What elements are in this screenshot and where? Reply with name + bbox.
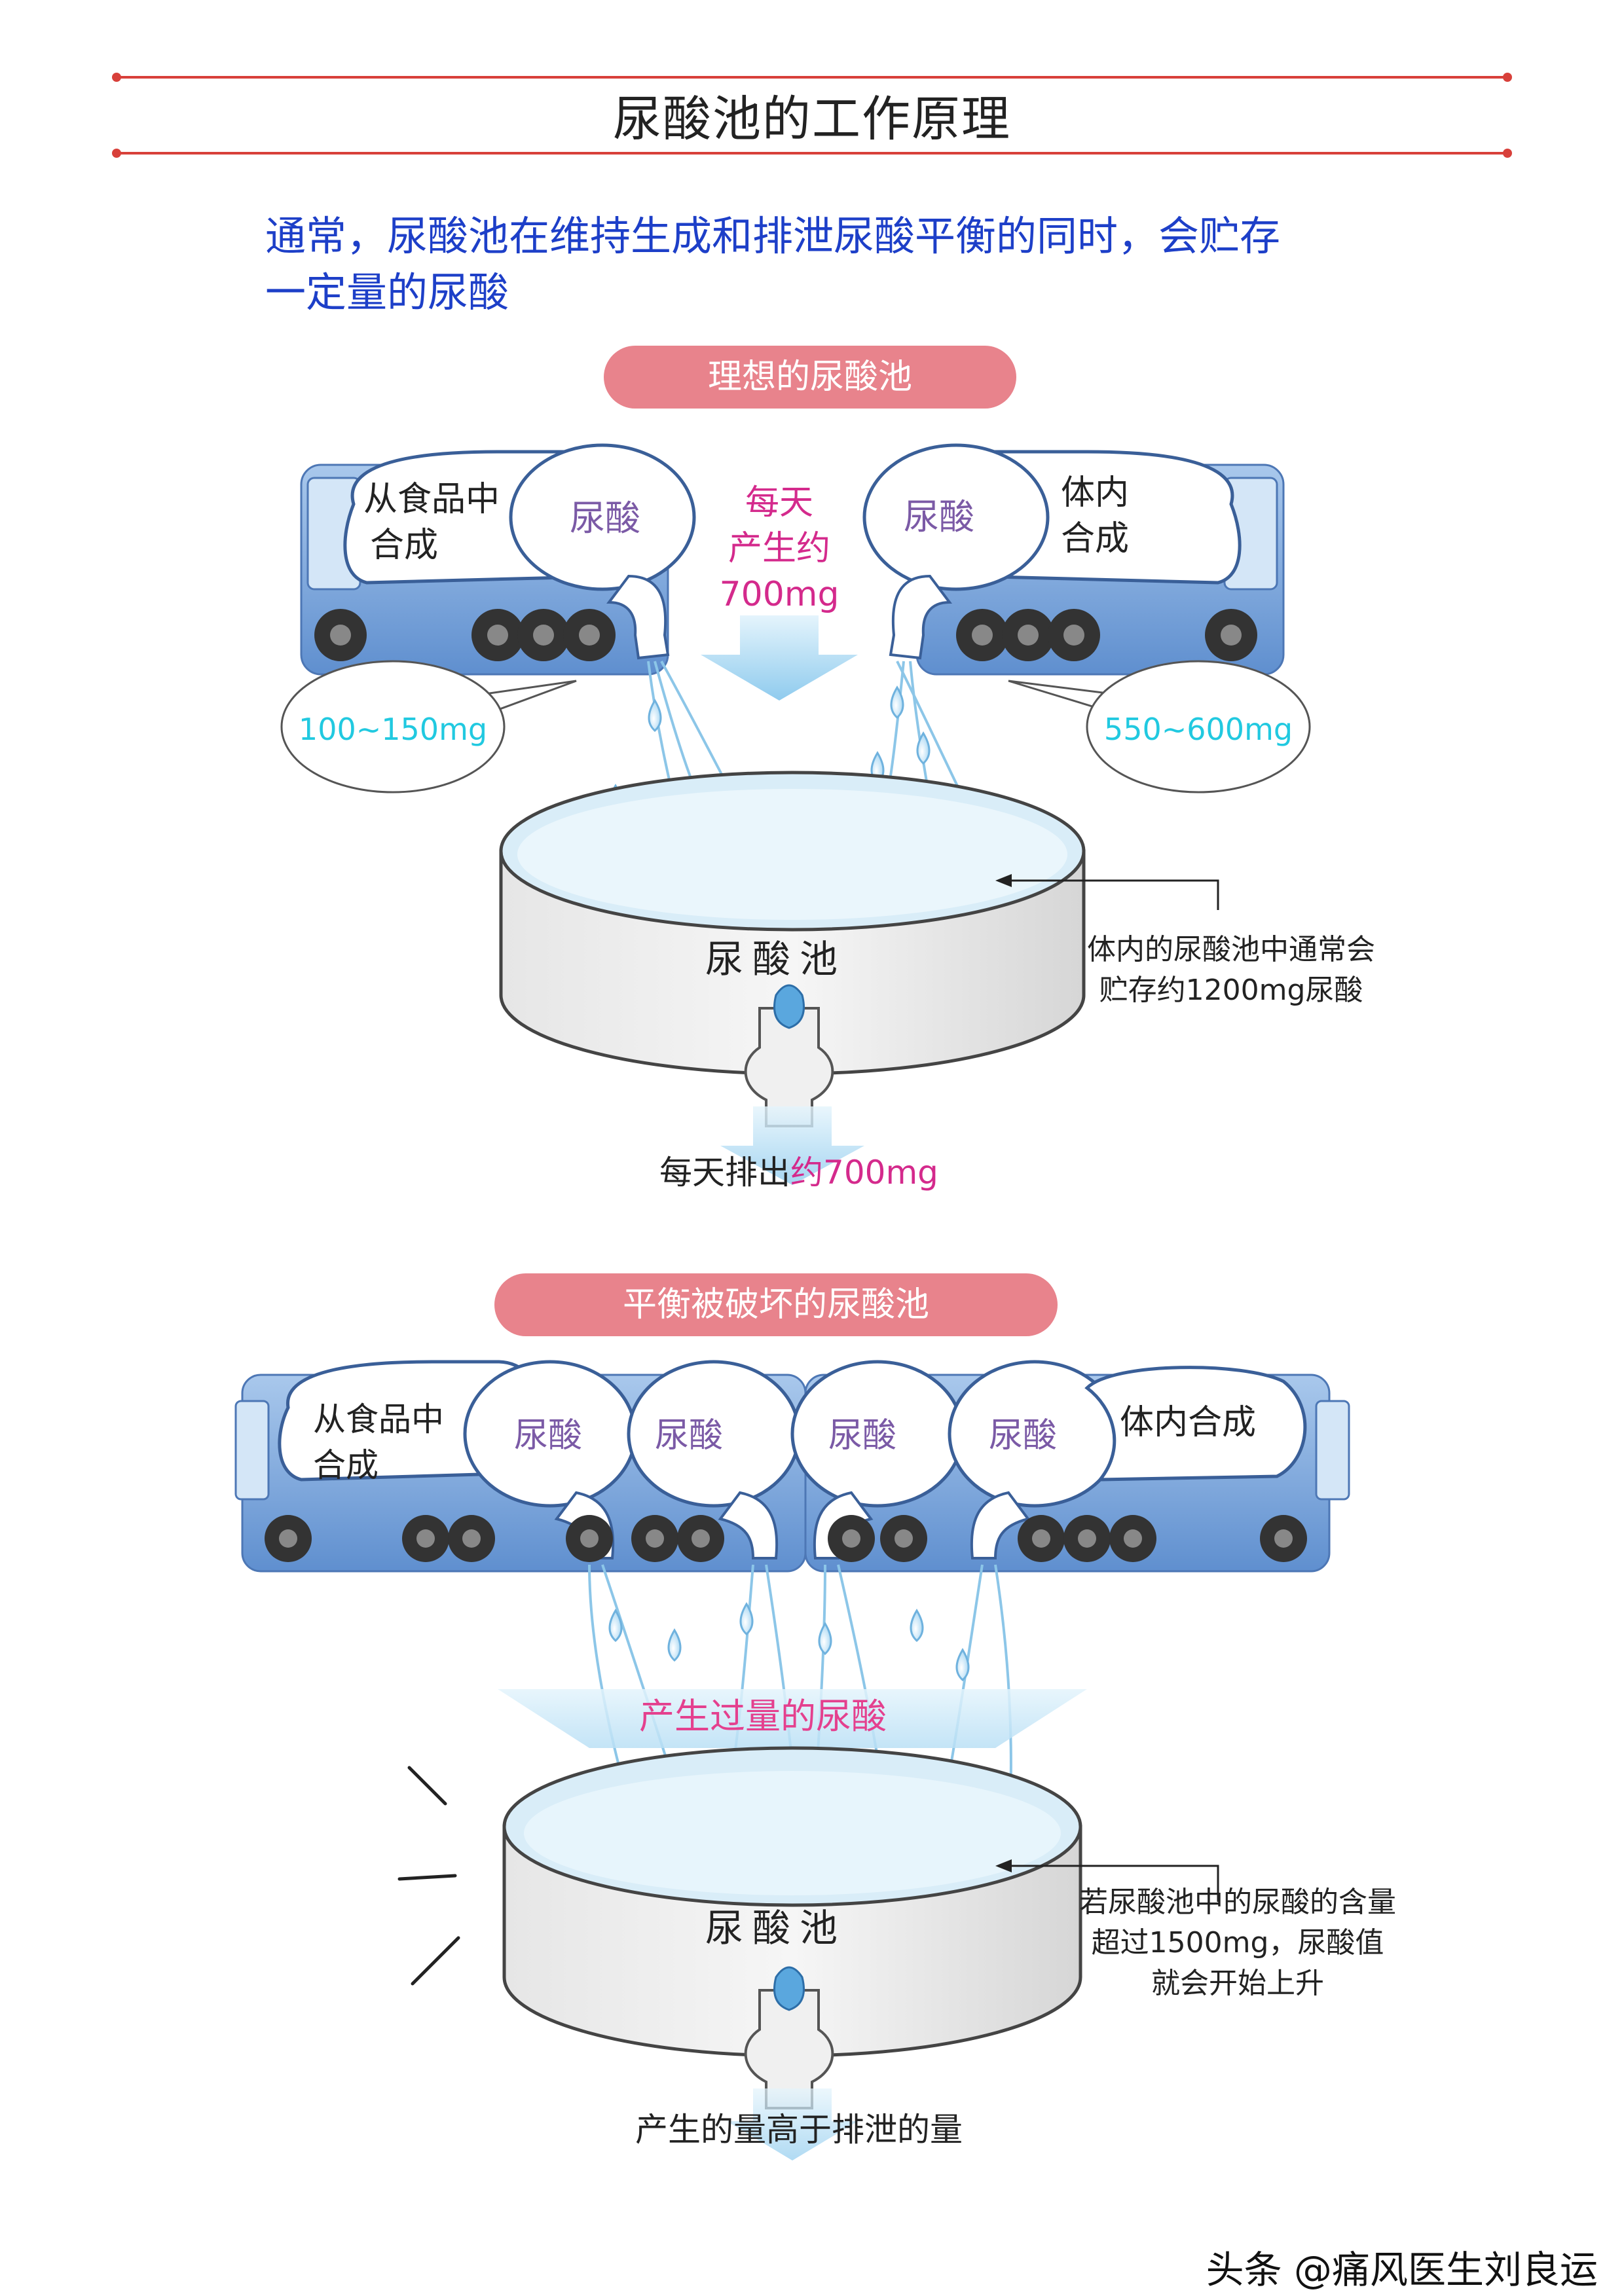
excess-label: 产生过量的尿酸 bbox=[639, 1696, 887, 1737]
broken-note-line-2: 超过1500mg，尿酸值 bbox=[1091, 1926, 1384, 1959]
tank-label-2: 尿酸 bbox=[655, 1416, 723, 1455]
truck-window bbox=[1315, 1400, 1350, 1501]
ideal-note-line-1: 体内的尿酸池中通常会 bbox=[1087, 933, 1375, 966]
drain-highlight: 约700mg bbox=[790, 1154, 938, 1192]
drop-icon bbox=[955, 1648, 970, 1682]
overflow-strain-marks bbox=[397, 1766, 460, 1986]
right-tanker-truck: 尿酸 体内 合成 bbox=[862, 443, 1285, 676]
note-leader-line bbox=[1002, 879, 1219, 910]
broken-note-line-3: 就会开始上升 bbox=[1151, 1967, 1324, 2000]
uric-acid-tank-right bbox=[862, 443, 1050, 591]
hose-left bbox=[606, 574, 670, 660]
drop-icon bbox=[667, 1628, 682, 1662]
page-title: 尿酸池的工作原理 bbox=[613, 91, 1011, 147]
drop-icon bbox=[739, 1602, 754, 1636]
intro-line-2: 一定量的尿酸 bbox=[265, 268, 509, 316]
left-tank-label: 尿酸 bbox=[570, 498, 640, 539]
truck-wheels bbox=[828, 1515, 1307, 1562]
title-rule-bottom bbox=[112, 149, 1512, 158]
truck-wheels bbox=[956, 609, 1257, 661]
drain-arrow bbox=[720, 1106, 864, 1185]
broken-note-line-1: 若尿酸池中的尿酸的含量 bbox=[1079, 1886, 1396, 1919]
broken-left-truck-text-2: 合成 bbox=[313, 1446, 378, 1484]
broken-diagram: 从食品中 合成 尿酸 尿酸 尿酸 尿酸 体内合成 bbox=[234, 1360, 1350, 2160]
broken-pool-label: 尿酸池 bbox=[705, 1906, 847, 1950]
pool-label: 尿酸池 bbox=[705, 937, 847, 981]
truck-window bbox=[234, 1400, 270, 1501]
hose-4 bbox=[970, 1491, 1031, 1559]
daily-production-1: 每天 bbox=[745, 483, 813, 522]
drop-icon bbox=[818, 1622, 832, 1656]
left-truck-text-1: 从食品中 bbox=[363, 480, 500, 519]
truck-wheels bbox=[265, 1515, 724, 1562]
note-leader-line bbox=[1002, 1865, 1219, 1902]
left-amount-bubble: 100~150mg bbox=[280, 660, 577, 793]
right-truck-text-2: 合成 bbox=[1061, 519, 1129, 558]
drop-icon bbox=[608, 1609, 623, 1643]
intro-line-1: 通常，尿酸池在维持生成和排泄尿酸平衡的同时，会贮存 bbox=[265, 212, 1281, 260]
drop-icon bbox=[916, 731, 931, 765]
right-tank-label: 尿酸 bbox=[904, 496, 974, 538]
broken-pool-heading: 平衡被破坏的尿酸池 bbox=[494, 1273, 1058, 1336]
left-truck-group: 从食品中 合成 尿酸 尿酸 bbox=[234, 1360, 807, 1573]
tank-label-4: 尿酸 bbox=[989, 1416, 1057, 1455]
broken-left-truck-text-1: 从食品中 bbox=[313, 1400, 444, 1438]
truck-tank-body bbox=[1084, 1366, 1307, 1482]
broken-uric-acid-pool: 尿酸池 bbox=[502, 1746, 1082, 2109]
daily-production-2: 产生约 bbox=[728, 529, 830, 568]
truck-wheels bbox=[314, 609, 616, 661]
hose-2 bbox=[718, 1491, 779, 1559]
uric-acid-pool: 尿酸池 bbox=[499, 771, 1086, 1127]
right-amount-text: 550~600mg bbox=[1104, 712, 1293, 747]
tank-label-3: 尿酸 bbox=[828, 1416, 896, 1455]
ideal-diagram: 从食品中 合成 尿酸 尿酸 体内 合成 每天 产生约 700mg bbox=[280, 443, 1311, 1185]
hose-right bbox=[889, 574, 952, 660]
left-truck-text-2: 合成 bbox=[370, 526, 438, 565]
left-tanker-truck: 从食品中 合成 尿酸 bbox=[300, 443, 696, 676]
right-truck-text-1: 体内 bbox=[1061, 473, 1129, 513]
drain-drop-icon bbox=[773, 1966, 805, 2011]
watermark: 头条 @痛风医生刘良运 bbox=[1206, 2248, 1598, 2292]
broken-drain-caption: 产生的量高于排泄的量 bbox=[635, 2111, 963, 2149]
broken-pool-note: 若尿酸池中的尿酸的含量 超过1500mg，尿酸值 就会开始上升 bbox=[1022, 1882, 1454, 2004]
note-arrowhead bbox=[995, 1859, 1012, 1872]
broken-right-truck-text: 体内合成 bbox=[1120, 1403, 1256, 1442]
drain-prefix: 每天排出 bbox=[659, 1154, 791, 1192]
daily-production-3: 700mg bbox=[720, 575, 840, 614]
left-amount-text: 100~150mg bbox=[299, 712, 487, 747]
drain-drop-icon bbox=[773, 984, 805, 1029]
intro-text: 通常，尿酸池在维持生成和排泄尿酸平衡的同时，会贮存 一定量的尿酸 bbox=[265, 208, 1444, 321]
ideal-pool-note: 体内的尿酸池中通常会 贮存约1200mg尿酸 bbox=[1028, 930, 1434, 1011]
drain-arrow bbox=[727, 2088, 858, 2160]
drop-icon bbox=[890, 685, 904, 720]
right-amount-bubble: 550~600mg bbox=[1008, 660, 1311, 793]
right-truck-group: 尿酸 尿酸 体内合成 bbox=[790, 1360, 1350, 1573]
ideal-pool-heading: 理想的尿酸池 bbox=[604, 346, 1016, 409]
drop-icon bbox=[910, 1609, 924, 1643]
tank-label-1: 尿酸 bbox=[514, 1416, 582, 1455]
uric-acid-tank-left bbox=[509, 443, 696, 591]
down-arrow bbox=[701, 615, 858, 701]
drop-icon bbox=[648, 699, 662, 733]
title-rule-top bbox=[112, 73, 1512, 82]
note-arrowhead bbox=[995, 874, 1012, 887]
ideal-drain-caption: 每天排出约700mg bbox=[524, 1152, 1074, 1193]
ideal-note-line-2: 贮存约1200mg尿酸 bbox=[1099, 974, 1363, 1007]
